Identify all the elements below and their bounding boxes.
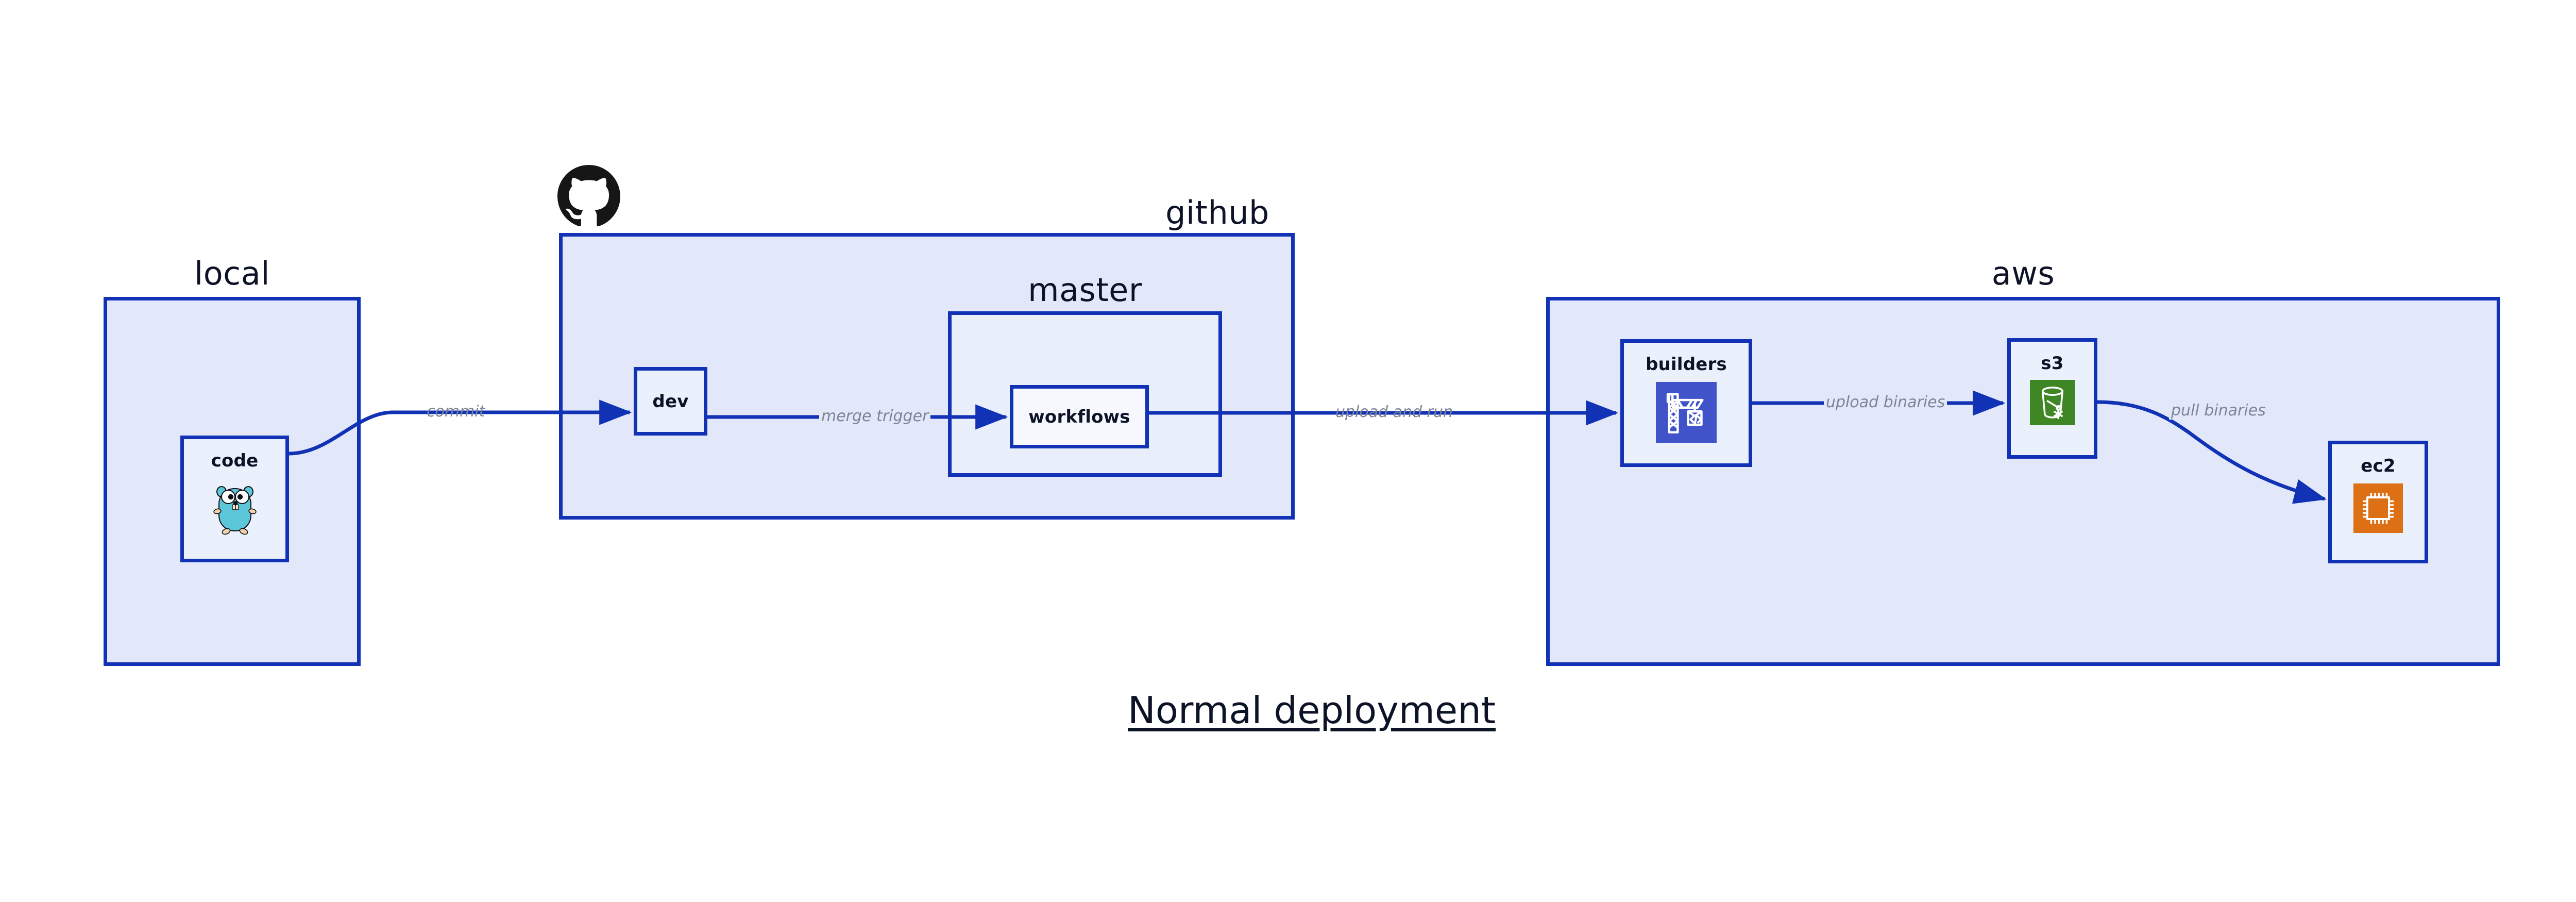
node-workflows-label: workflows <box>1028 406 1130 427</box>
edge-label-pull-binaries: pull binaries <box>2169 402 2268 420</box>
edge-label-merge-trigger: merge trigger <box>819 408 931 425</box>
zone-title-github: github <box>1165 194 1269 231</box>
node-ec2[interactable]: ec2 <box>2328 441 2428 563</box>
go-gopher-icon <box>210 479 260 540</box>
aws-ec2-chip-icon <box>2353 483 2403 536</box>
node-s3[interactable]: s3 <box>2007 338 2097 459</box>
edge-label-commit: commit <box>427 403 485 421</box>
diagram-title: Normal deployment <box>1128 689 1496 732</box>
aws-s3-bucket-icon <box>2029 380 2075 428</box>
node-code[interactable]: code <box>180 436 289 562</box>
node-dev[interactable]: dev <box>634 367 707 436</box>
zone-title-aws: aws <box>1991 255 2055 292</box>
edge-label-upload-binaries: upload binaries <box>1824 394 1947 411</box>
node-code-label: code <box>211 450 259 471</box>
node-workflows[interactable]: workflows <box>1010 385 1149 448</box>
edge-label-upload-and-run: upload and run <box>1335 403 1453 421</box>
zone-title-master: master <box>1028 271 1142 309</box>
node-s3-label: s3 <box>2041 353 2064 374</box>
node-builders-label: builders <box>1646 354 1727 375</box>
github-octocat-icon <box>557 165 620 230</box>
zone-title-local: local <box>194 255 270 292</box>
aws-codebuild-icon <box>1656 382 1717 445</box>
node-builders[interactable]: builders <box>1620 339 1752 467</box>
node-dev-label: dev <box>652 391 689 412</box>
node-ec2-label: ec2 <box>2361 456 2396 476</box>
